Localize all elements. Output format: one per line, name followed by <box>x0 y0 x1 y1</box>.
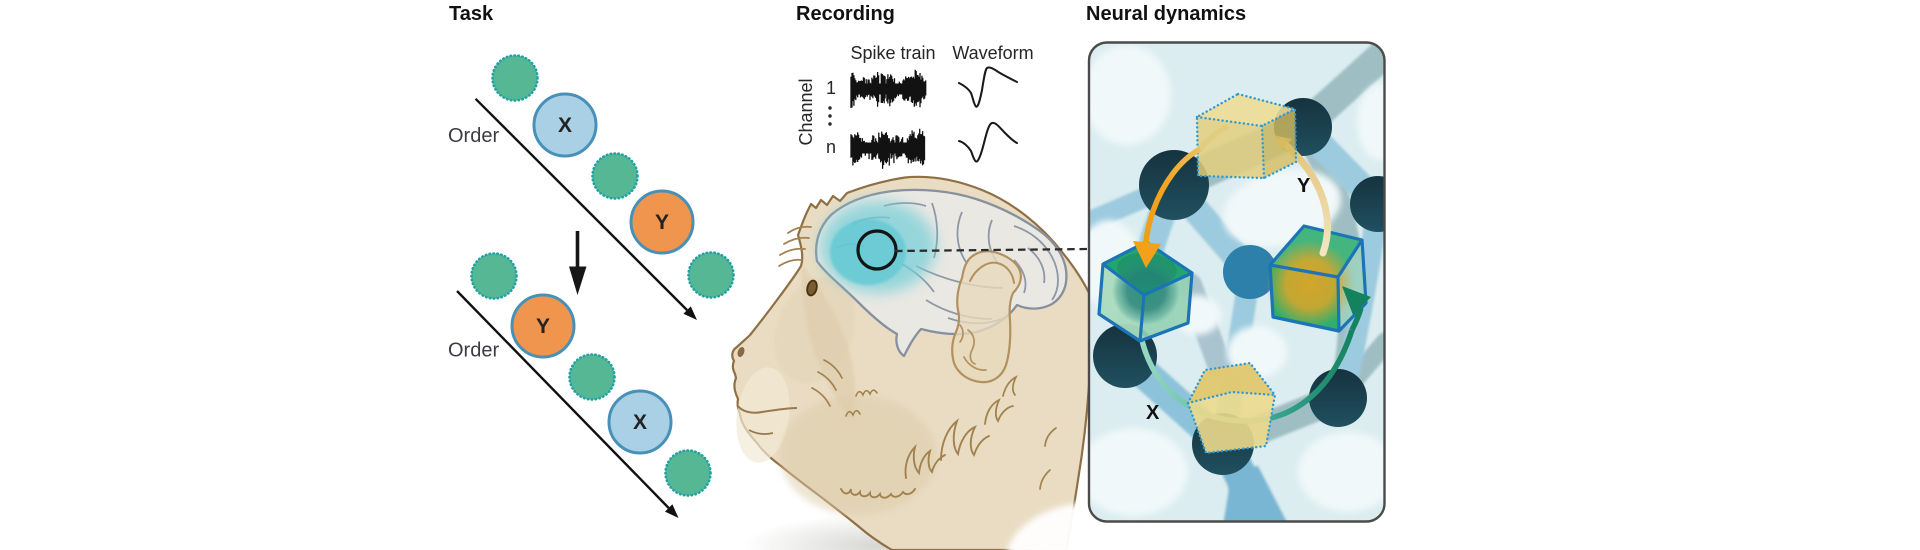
svg-text:X: X <box>558 114 572 137</box>
svg-text:n: n <box>826 137 836 157</box>
svg-text:1: 1 <box>826 78 836 98</box>
svg-text:X: X <box>633 411 647 434</box>
svg-text:Waveform: Waveform <box>952 43 1033 63</box>
svg-text:Task: Task <box>449 3 494 25</box>
svg-text:Y: Y <box>1297 175 1311 197</box>
svg-text:Neural dynamics: Neural dynamics <box>1086 3 1246 25</box>
svg-text:Y: Y <box>536 315 550 338</box>
svg-text:Order: Order <box>448 125 499 147</box>
svg-text:X: X <box>1146 402 1160 424</box>
svg-text:Y: Y <box>655 211 669 234</box>
svg-text:Channel: Channel <box>796 78 816 145</box>
svg-text:Spike train: Spike train <box>850 43 935 63</box>
svg-text:Order: Order <box>448 340 499 362</box>
svg-text:Recording: Recording <box>796 3 895 25</box>
